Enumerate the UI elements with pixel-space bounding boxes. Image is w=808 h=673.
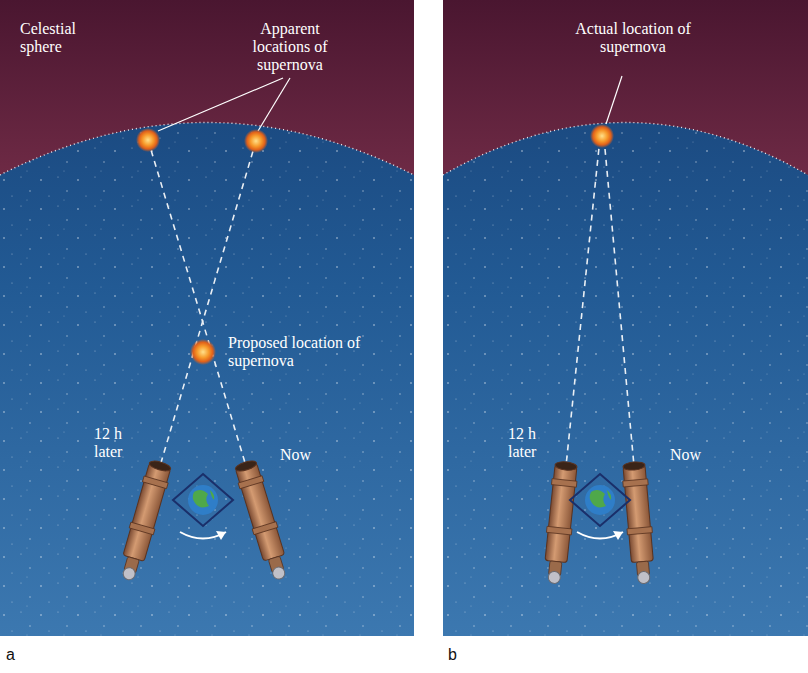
panel-letter: a [6, 646, 36, 664]
callout-label: Proposed location of supernova [228, 334, 378, 370]
panel-b [443, 0, 808, 636]
telescope-label: Now [670, 446, 730, 464]
telescope-label: 12 h later [508, 425, 554, 461]
panel-letter: b [448, 646, 478, 664]
telescope-label: 12 h later [94, 425, 140, 461]
telescope-label: Now [280, 446, 340, 464]
panel-a [0, 0, 414, 636]
callout-label: Actual location of supernova [574, 20, 692, 56]
callout-label: Apparent locations of supernova [236, 20, 344, 74]
region-label: Celestial sphere [20, 20, 100, 56]
